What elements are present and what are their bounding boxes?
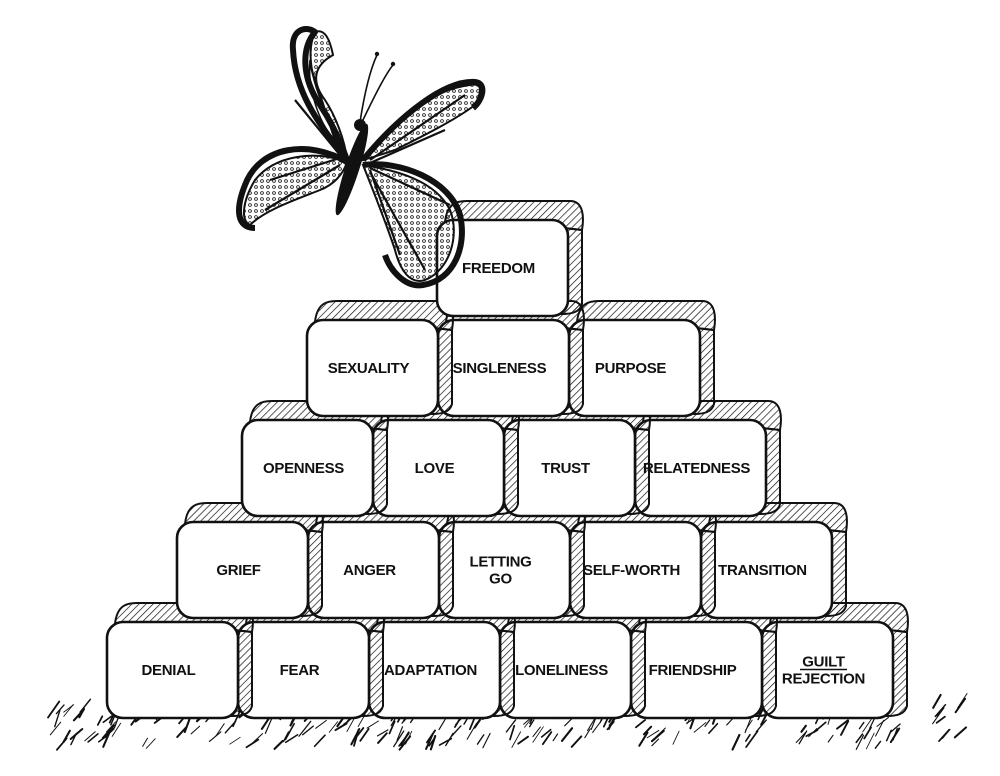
grass-stroke bbox=[887, 730, 892, 740]
grass-stroke bbox=[477, 735, 483, 744]
grass-stroke bbox=[246, 740, 258, 748]
grass-stroke bbox=[828, 735, 833, 742]
grass-stroke bbox=[74, 710, 84, 721]
pyramid-block: LOVE bbox=[373, 401, 519, 516]
grass-stroke bbox=[533, 727, 540, 737]
pyramid-blocks: GUILTREJECTION FRIENDSHIP LONELINESS ADAPTA… bbox=[107, 201, 908, 718]
grass-stroke bbox=[939, 730, 949, 741]
block-label: DENIAL bbox=[141, 662, 195, 679]
grass-stroke bbox=[572, 736, 582, 746]
grass-stroke bbox=[933, 695, 940, 708]
grass-stroke bbox=[864, 727, 871, 738]
grass-stroke bbox=[143, 738, 148, 746]
grass-stroke bbox=[367, 721, 378, 728]
block-label: LETTING bbox=[469, 554, 531, 571]
pyramid-block: TRANSITION bbox=[701, 503, 847, 618]
grass-stroke bbox=[146, 739, 155, 749]
pyramid-block: FEAR bbox=[238, 603, 384, 718]
grass-stroke bbox=[937, 717, 945, 723]
grass-stroke bbox=[71, 729, 83, 739]
block-label: LONELINESS bbox=[515, 662, 608, 679]
grass-stroke bbox=[709, 724, 718, 733]
grass-stroke bbox=[510, 726, 514, 740]
pyramid-block: OPENNESS bbox=[242, 401, 388, 516]
grass-stroke bbox=[512, 732, 521, 748]
grass-stroke bbox=[80, 699, 90, 712]
grass-stroke bbox=[745, 720, 752, 730]
grass-stroke bbox=[935, 705, 945, 717]
pyramid-block: GUILTREJECTION bbox=[762, 603, 908, 718]
block-label: SELF-WORTH bbox=[583, 562, 680, 579]
grass-stroke bbox=[694, 723, 706, 733]
butterfly-icon bbox=[239, 28, 482, 285]
grass-stroke bbox=[225, 721, 235, 732]
grass-stroke bbox=[553, 734, 557, 741]
grass-stroke bbox=[543, 732, 551, 744]
pyramid-block: DENIAL bbox=[107, 603, 253, 718]
pyramid-block: PURPOSE bbox=[569, 301, 715, 416]
block-label: SINGLENESS bbox=[453, 360, 547, 377]
pyramid-block: FRIENDSHIP bbox=[631, 603, 777, 718]
grass-stroke bbox=[209, 732, 220, 741]
block-label: RELATEDNESS bbox=[643, 460, 751, 477]
block-label: ANGER bbox=[343, 562, 396, 579]
grass-stroke bbox=[518, 737, 528, 744]
grass-stroke bbox=[562, 728, 572, 741]
block-label: GRIEF bbox=[216, 562, 260, 579]
pyramid-block: SEXUALITY bbox=[307, 301, 453, 416]
grass-stroke bbox=[56, 705, 64, 714]
block-label: TRUST bbox=[541, 460, 590, 477]
grass-stroke bbox=[801, 726, 805, 732]
grass-stroke bbox=[275, 741, 283, 749]
block-label: GUILT bbox=[802, 654, 845, 671]
pyramid-block: RELATEDNESS bbox=[635, 401, 781, 516]
grass-stroke bbox=[98, 716, 102, 725]
grass-stroke bbox=[191, 726, 199, 734]
grass-stroke bbox=[440, 739, 452, 745]
grass-stroke bbox=[859, 722, 863, 728]
grass-stroke bbox=[756, 720, 766, 732]
grass-stroke bbox=[745, 719, 751, 733]
grass-stroke bbox=[875, 741, 880, 748]
block-label: FRIENDSHIP bbox=[649, 662, 737, 679]
pyramid-block: ANGER bbox=[308, 503, 454, 618]
grass-stroke bbox=[955, 727, 966, 737]
grass-stroke bbox=[673, 731, 679, 744]
grass-stroke bbox=[316, 720, 327, 728]
block-label: LOVE bbox=[415, 460, 455, 477]
block-label: REJECTION bbox=[782, 671, 865, 688]
block-label: FEAR bbox=[280, 662, 320, 679]
grass-stroke bbox=[956, 699, 966, 713]
grass-stroke bbox=[565, 719, 572, 726]
grass-stroke bbox=[733, 735, 740, 750]
grass-stroke bbox=[88, 734, 98, 742]
pyramid-block: GRIEF bbox=[177, 503, 323, 618]
pyramid-block: SINGLENESS bbox=[438, 301, 584, 416]
grass-stroke bbox=[48, 702, 59, 718]
block-label: GO bbox=[489, 571, 512, 588]
pyramid-block: LETTINGGO bbox=[439, 503, 585, 618]
grass-stroke bbox=[636, 720, 645, 727]
block-label: OPENNESS bbox=[263, 460, 344, 477]
grass-stroke bbox=[329, 722, 337, 733]
block-label: PURPOSE bbox=[595, 360, 667, 377]
grass-stroke bbox=[866, 733, 874, 749]
pyramid-block: LONELINESS bbox=[500, 603, 646, 718]
block-label: SEXUALITY bbox=[328, 360, 410, 377]
grass-stroke bbox=[230, 737, 240, 744]
pyramid-block: ADAPTATION bbox=[369, 603, 515, 718]
block-label: ADAPTATION bbox=[384, 662, 477, 679]
grass-stroke bbox=[64, 731, 70, 742]
grass-stroke bbox=[216, 724, 224, 736]
grass-stroke bbox=[746, 735, 750, 741]
grass-stroke bbox=[876, 720, 884, 736]
block-label: FREEDOM bbox=[462, 260, 535, 277]
block-label: TRANSITION bbox=[718, 562, 807, 579]
grass-stroke bbox=[315, 735, 325, 746]
pyramid-block: SELF-WORTH bbox=[570, 503, 716, 618]
pyramid-block: TRUST bbox=[504, 401, 650, 516]
